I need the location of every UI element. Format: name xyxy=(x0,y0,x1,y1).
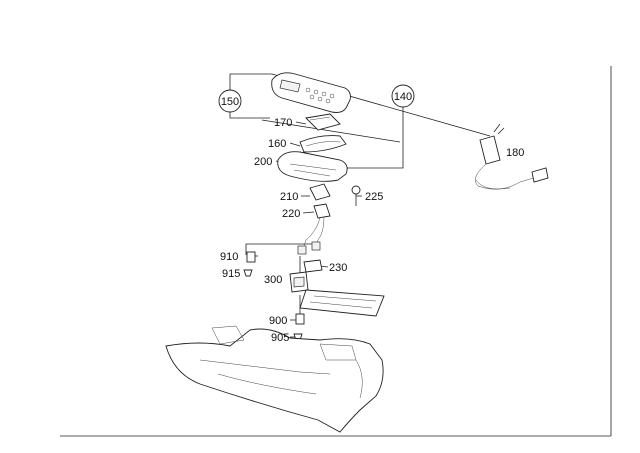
cradle-part xyxy=(277,151,348,182)
callout-225-label: 225 xyxy=(365,191,383,203)
callout-160-label: 160 xyxy=(268,138,286,150)
cover-part xyxy=(299,135,347,153)
panel-part xyxy=(299,289,385,317)
callout-150: 150 xyxy=(218,89,242,113)
callout-910-label: 910 xyxy=(220,251,238,263)
callout-220-label: 220 xyxy=(282,208,300,220)
callout-230-label: 230 xyxy=(329,262,347,274)
callout-140-label: 140 xyxy=(394,91,412,103)
screw-part xyxy=(351,185,361,206)
callout-180-label: 180 xyxy=(506,147,524,159)
clip-910-part xyxy=(243,251,256,277)
bracket-230-part xyxy=(303,259,323,273)
pad-part xyxy=(309,183,331,201)
callout-200-label: 200 xyxy=(254,156,272,168)
charger-part xyxy=(475,123,549,190)
battery-part xyxy=(305,113,341,131)
callout-905-label: 905 xyxy=(271,332,289,344)
callout-170-label: 170 xyxy=(274,117,292,129)
drawing-frame xyxy=(60,66,612,437)
clip-900-part xyxy=(293,313,305,341)
phone-part xyxy=(271,72,351,113)
callout-210-label: 210 xyxy=(280,191,298,203)
module-300-part xyxy=(289,271,309,293)
callout-140: 140 xyxy=(391,84,415,108)
center-console-part xyxy=(165,325,384,433)
callout-915-label: 915 xyxy=(222,268,240,280)
callout-150-label: 150 xyxy=(221,96,239,108)
callout-900-label: 900 xyxy=(269,315,287,327)
connector-part xyxy=(297,203,331,255)
callout-300-label: 300 xyxy=(264,274,282,286)
